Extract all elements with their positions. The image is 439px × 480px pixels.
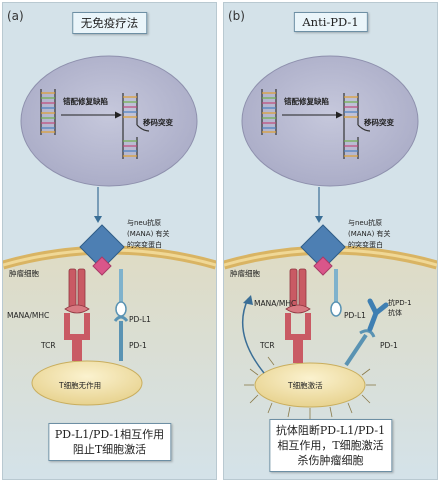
panel-title: Anti-PD-1 — [293, 12, 368, 32]
antigen-label-line1: 与neu抗原 — [348, 219, 383, 227]
panel-a: (a) 无免疫疗法 错配修复缺陷 移码突变 与neu抗原 (MANA) 有关 的… — [2, 2, 217, 480]
nucleus — [20, 55, 198, 187]
conclusion-line: 杀伤肿瘤细胞 — [297, 454, 364, 467]
nucleus — [241, 55, 419, 187]
tumor-cell-label: 肿瘤细胞 — [9, 269, 39, 278]
mhc-complex — [285, 268, 311, 314]
defect-label: 错配修复缺陷 — [284, 97, 329, 106]
antigen-label-line2: (MANA) 有关 — [348, 230, 391, 238]
neoantigen-tip — [313, 256, 333, 276]
dna-right — [122, 93, 150, 159]
dna-left — [261, 89, 277, 135]
pd-l1-label: PD-L1 — [129, 315, 151, 324]
tumor-cell-label: 肿瘤细胞 — [230, 269, 260, 278]
t-cell — [31, 360, 143, 406]
tcr-label: TCR — [260, 341, 275, 350]
antigen-label-line3: 的突变蛋白 — [348, 241, 383, 249]
t-cell-label: T细胞无作用 — [59, 381, 102, 390]
antigen-label-line3: 的突变蛋白 — [127, 241, 162, 249]
antigen-label-line2: (MANA) 有关 — [127, 230, 170, 238]
conclusion-line: 阻止T细胞激活 — [72, 443, 147, 456]
panel-label: (b) — [228, 9, 245, 23]
pd-1 — [113, 315, 129, 361]
conclusion-line: PD-L1/PD-1相互作用 — [54, 428, 165, 441]
panel-b: (b) Anti-PD-1 错配修复缺陷 移码突变 与neu抗原 (MANA) … — [223, 2, 438, 480]
pd-1-label: PD-1 — [380, 341, 398, 350]
attack-arrow — [241, 298, 265, 374]
tcr — [285, 313, 311, 363]
mutation-label: 移码突变 — [143, 118, 173, 127]
tcr-label: TCR — [41, 341, 56, 350]
panel-title: 无免疫疗法 — [71, 12, 148, 34]
mutation-label: 移码突变 — [364, 118, 394, 127]
t-cell-label: T细胞激活 — [288, 381, 323, 390]
dna-right — [343, 93, 371, 159]
pd-1-label: PD-1 — [129, 341, 147, 350]
antigen-label-line1: 与neu抗原 — [127, 219, 162, 227]
mhc-label: MANA/MHC — [7, 311, 50, 320]
anti-pd-1-antibody — [367, 298, 389, 332]
mhc-label: MANA/MHC — [254, 299, 297, 308]
pd-l1 — [330, 269, 342, 317]
antibody-label-line2: 抗体 — [388, 309, 402, 317]
conclusion-box: PD-L1/PD-1相互作用 阻止T细胞激活 — [47, 423, 172, 461]
panel-a-illustration — [3, 55, 216, 479]
conclusion-box: 抗体阻断PD-L1/PD-1 相互作用，T细胞激活 杀伤肿瘤细胞 — [268, 419, 393, 472]
neoantigen-tip — [92, 256, 112, 276]
mhc-complex — [64, 268, 90, 314]
dna-left — [40, 89, 56, 135]
conclusion-line: 抗体阻断PD-L1/PD-1 — [275, 424, 386, 437]
defect-label: 错配修复缺陷 — [63, 97, 108, 106]
pd-l1-label: PD-L1 — [344, 311, 366, 320]
panel-b-illustration — [224, 55, 437, 479]
panel-label: (a) — [7, 9, 24, 23]
tcr — [64, 313, 90, 361]
antibody-label-line1: 抗PD-1 — [388, 299, 412, 307]
t-cell — [254, 362, 366, 408]
conclusion-line: 相互作用，T细胞激活 — [277, 439, 384, 452]
